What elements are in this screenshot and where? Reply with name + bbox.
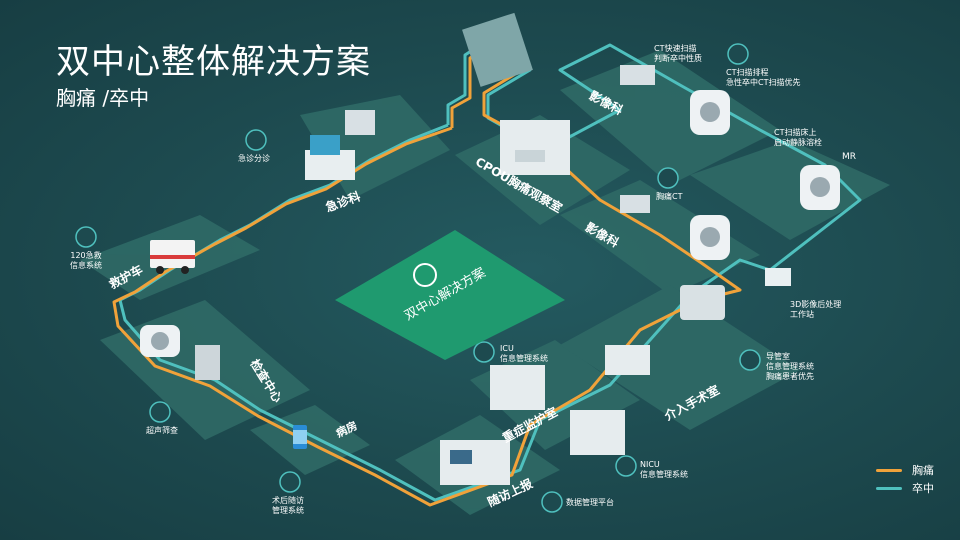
ambulance-wheel-2: [181, 266, 189, 274]
dsa-arm: [680, 285, 725, 320]
caption-icu-line-1: ICU: [500, 344, 514, 353]
caption-nicu-line-1: NICU: [640, 460, 660, 469]
caption-workstation-line-2: 工作站: [790, 310, 814, 319]
ambulance-body: [150, 240, 195, 268]
chest-ct-badge-icon: [657, 167, 679, 189]
caption-ct-vein-line-2: 启动静脉溶栓: [774, 138, 822, 147]
caption-ultrasound: 超声筛查: [146, 426, 178, 435]
caption-ct-priority-line-2: 急性卒中CT扫描优先: [726, 78, 801, 87]
icu-room: [490, 365, 545, 410]
followup-monitor: [450, 450, 472, 464]
data-platform-badge-icon: [541, 491, 563, 513]
caption-ct-fast-line-2: 判断卒中性质: [654, 54, 702, 63]
ems-badge-icon: [75, 226, 97, 248]
ambulance-stripe: [150, 255, 195, 259]
caption-ct-fast-line-1: CT快速扫描: [654, 44, 697, 53]
caption-ct-priority: CT扫描排程 急性卒中CT扫描优先: [726, 68, 800, 88]
caption-catheter-line-2: 信息管理系统: [766, 362, 814, 371]
caption-nicu: NICU 信息管理系统: [640, 460, 688, 480]
ct-desk-mid: [620, 195, 650, 213]
cpu-room: [500, 120, 570, 175]
caption-workstation: 3D影像后处理 工作站: [790, 300, 841, 320]
server-board: [462, 12, 533, 87]
ct-bore-top: [700, 102, 720, 122]
caption-catheter: 导管室 信息管理系统 胸痛患者优先: [766, 352, 814, 382]
caption-icu: ICU 信息管理系统: [500, 344, 548, 364]
caption-ct-vein-line-1: CT扫描床上: [774, 128, 817, 137]
equipment: [140, 12, 840, 485]
caption-triage: 急诊分诊: [238, 154, 270, 163]
mr-bore: [810, 177, 830, 197]
legend-stroke-swatch: [876, 486, 902, 490]
caption-ct-priority-line-1: CT扫描排程: [726, 68, 769, 77]
caption-ct-vein: CT扫描床上 启动静脉溶栓: [774, 128, 822, 148]
emergency-shelf: [345, 110, 375, 135]
cpu-bed: [515, 150, 545, 162]
workstation-box: [765, 268, 791, 286]
chest-pain-path: [112, 41, 742, 507]
caption-workstation-line-1: 3D影像后处理: [790, 300, 842, 309]
caption-post-followup: 术后随访 管理系统: [272, 496, 304, 516]
catheter-badge-icon: [739, 349, 761, 371]
triage-badge-icon: [245, 129, 267, 151]
caption-ct-fast: CT快速扫描 判断卒中性质: [654, 44, 702, 64]
triage-screen: [310, 135, 340, 155]
ultrasound-badge-icon: [149, 401, 171, 423]
caption-nicu-line-2: 信息管理系统: [640, 470, 688, 479]
platform-mr: [690, 140, 890, 240]
ct-bore-mid: [700, 227, 720, 247]
badges: [75, 43, 761, 513]
caption-icu-line-2: 信息管理系统: [500, 354, 548, 363]
legend-chest-pain-label: 胸痛: [912, 464, 934, 477]
caption-ems: 120急救 信息系统: [70, 251, 102, 271]
nicu-room: [570, 410, 625, 455]
ambulance-wheel-1: [156, 266, 164, 274]
ct-priority-badge-icon: [727, 43, 749, 65]
caption-catheter-line-1: 导管室: [766, 352, 790, 361]
legend-stroke: 卒中: [876, 480, 934, 496]
center-cloud-icon: [413, 263, 437, 287]
flow-lines: [112, 38, 862, 507]
nicu-badge-icon: [615, 455, 637, 477]
caption-post-followup-line-1: 术后随访: [272, 496, 304, 505]
ward-screen: [293, 430, 307, 444]
caption-post-followup-line-2: 管理系统: [272, 506, 304, 515]
center-diamond: [335, 230, 565, 360]
caption-ems-line-1: 120急救: [70, 251, 102, 260]
caption-data-platform: 数据管理平台: [566, 498, 614, 507]
caption-ems-line-2: 信息系统: [70, 261, 102, 270]
exam-rack: [195, 345, 220, 380]
caption-catheter-line-3: 胸痛患者优先: [766, 372, 814, 381]
ct-desk-top: [620, 65, 655, 85]
followup-badge-icon: [279, 471, 301, 493]
page-subtitle: 胸痛 /卒中: [56, 86, 150, 110]
center-plate: [335, 230, 565, 360]
legend-chest-pain-swatch: [876, 468, 902, 472]
icu-badge-icon: [473, 341, 495, 363]
platform-imaging-mid: [560, 180, 760, 295]
legend-chest-pain: 胸痛: [876, 462, 934, 478]
caption-mr: MR: [842, 152, 857, 162]
intervention-console: [605, 345, 650, 375]
page-title: 双中心整体解决方案: [56, 42, 371, 82]
platform-intervention: [560, 285, 800, 430]
legend-stroke-label: 卒中: [912, 482, 934, 495]
caption-chest-ct: 胸痛CT: [656, 192, 683, 201]
ct-bore-exam: [151, 332, 169, 350]
platform-imaging-top: [560, 50, 780, 185]
